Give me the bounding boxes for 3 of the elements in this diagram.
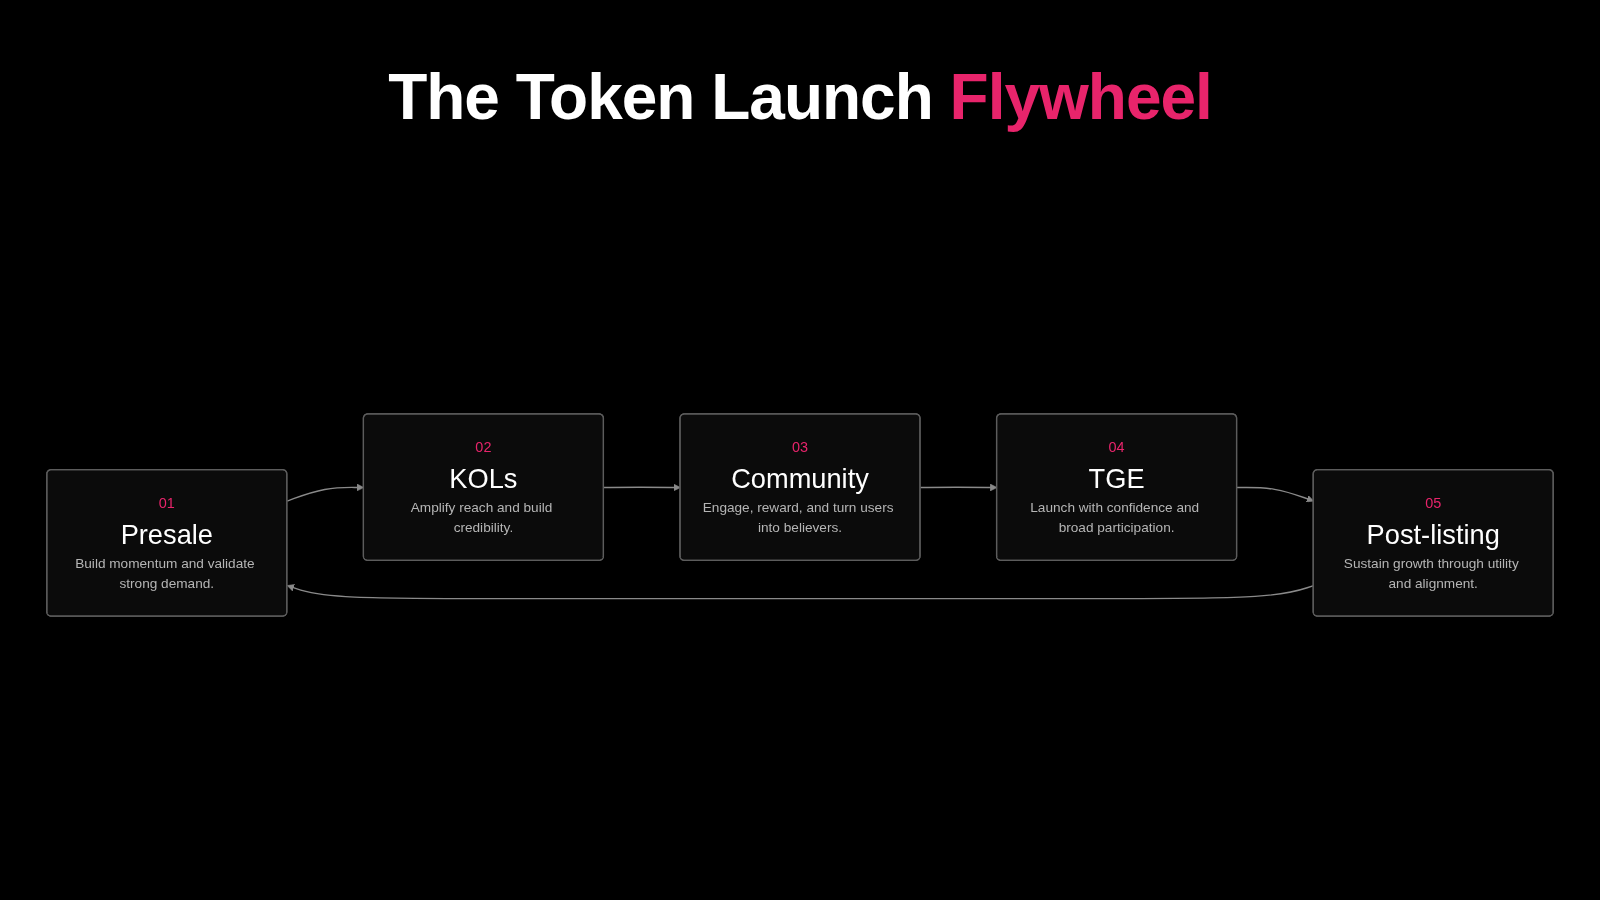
- diagram-title: The Token Launch Flywheel: [387, 60, 1213, 134]
- arrow: [603, 483, 681, 492]
- arrow: [1236, 486, 1314, 503]
